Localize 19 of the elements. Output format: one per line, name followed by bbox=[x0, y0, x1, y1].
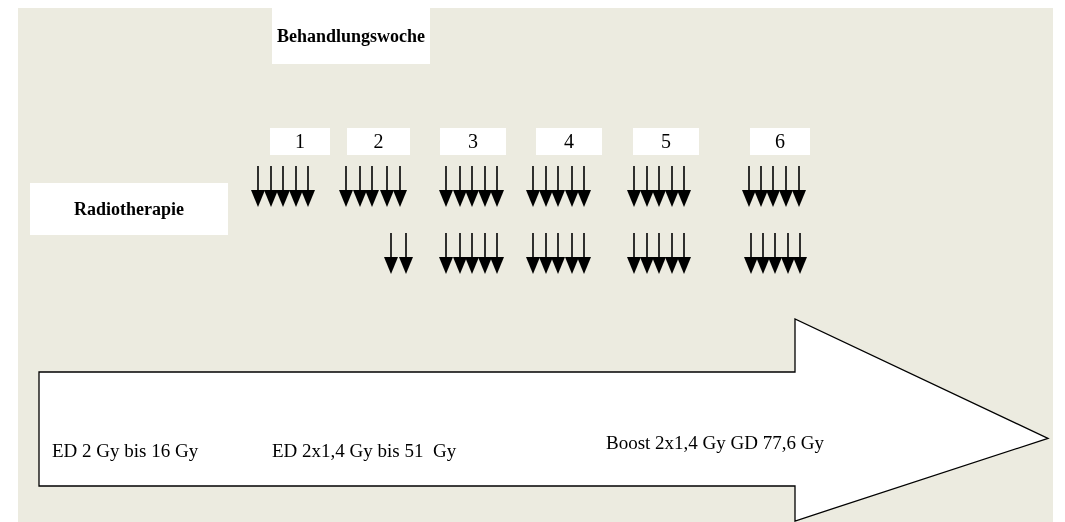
label-box bbox=[750, 128, 810, 155]
dose-text: ED 2x1,4 Gy bis 51 Gy bbox=[272, 440, 457, 462]
label-box bbox=[347, 128, 410, 155]
label-box bbox=[30, 183, 228, 235]
dose-text: Boost 2x1,4 Gy GD 77,6 Gy bbox=[606, 432, 824, 454]
week-number: 2 bbox=[373, 130, 384, 153]
row-heading: Behandlungswoche bbox=[276, 25, 425, 47]
label-box bbox=[270, 128, 330, 155]
label-box bbox=[536, 128, 602, 155]
row-heading: Radiotherapie bbox=[74, 198, 184, 220]
week-number: 3 bbox=[468, 130, 478, 153]
dose-text: ED 2 Gy bis 16 Gy bbox=[52, 440, 199, 462]
label-box bbox=[272, 8, 430, 64]
label-box bbox=[633, 128, 699, 155]
week-number: 4 bbox=[564, 130, 574, 153]
week-number: 6 bbox=[775, 130, 785, 153]
week-number: 5 bbox=[661, 130, 671, 153]
label-box bbox=[440, 128, 506, 155]
week-number: 1 bbox=[295, 130, 305, 153]
